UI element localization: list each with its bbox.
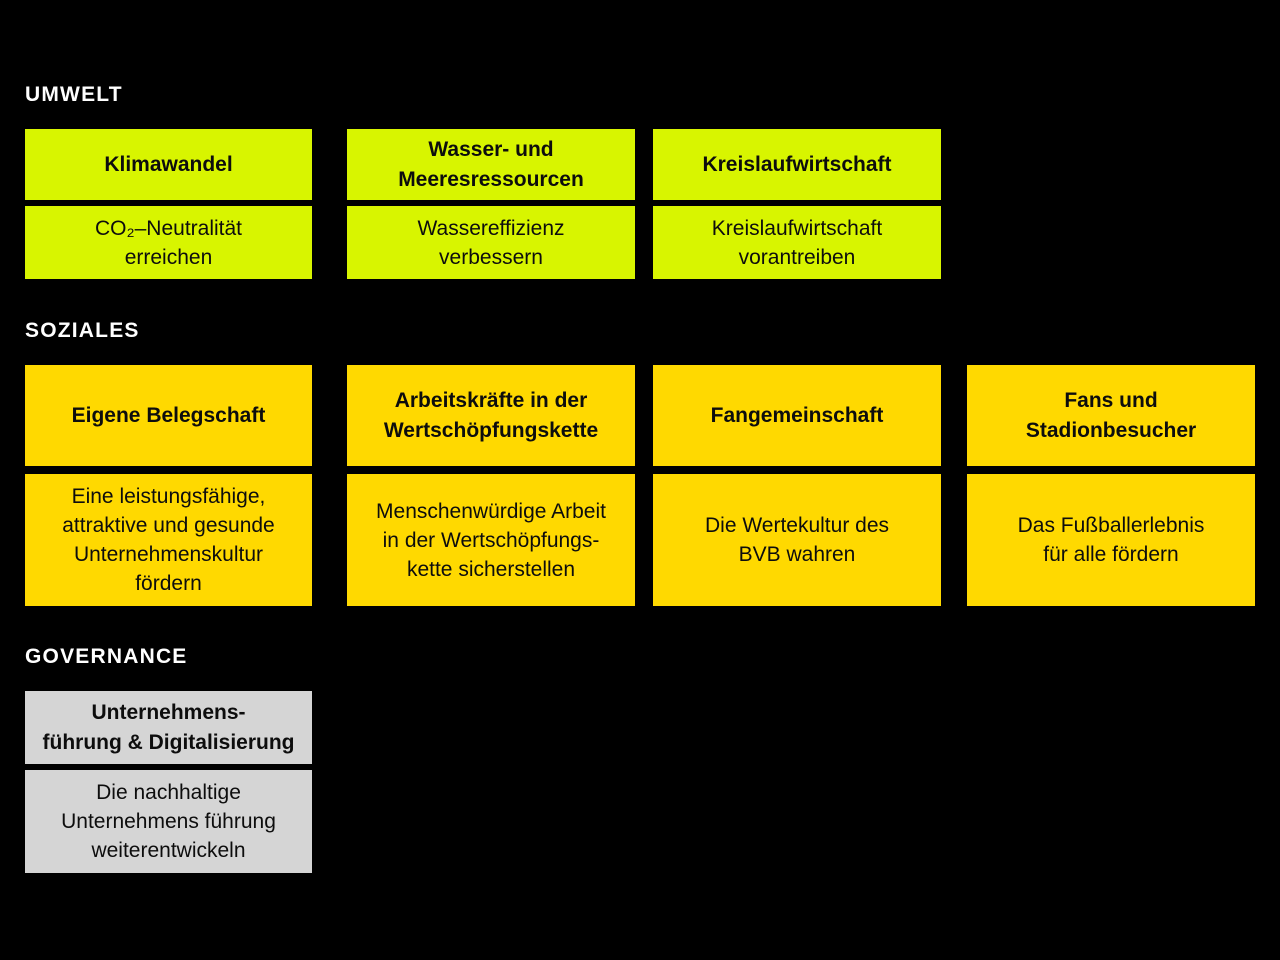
topic-goal: Das Fußballerlebnis für alle fördern	[967, 474, 1255, 606]
topic-goal: Menschenwürdige Arbeit in der Wertschöpf…	[347, 474, 635, 606]
topic-goal: Die nachhaltige Unternehmens führung wei…	[25, 770, 312, 873]
topic-goal: Wassereffizienz verbessern	[347, 206, 635, 279]
section-heading-soziales: SOZIALES	[25, 319, 140, 342]
soziales-card-row: Eigene Belegschaft Eine leistungsfähige,…	[0, 365, 1280, 606]
topic-title: Arbeitskräfte in der Wertschöpfungskette	[347, 365, 635, 466]
topic-card-wasser-meeresressourcen: Wasser- und Meeresressourcen Wassereffiz…	[347, 129, 635, 279]
topic-card-eigene-belegschaft: Eigene Belegschaft Eine leistungsfähige,…	[25, 365, 312, 606]
topic-title: Fans und Stadionbesucher	[967, 365, 1255, 466]
topic-card-unternehmensfuehrung-digitalisierung: Unternehmens- führung & Digitalisierung …	[25, 691, 312, 873]
topic-card-fans-stadionbesucher: Fans und Stadionbesucher Das Fußballerle…	[967, 365, 1255, 606]
topic-title: Wasser- und Meeresressourcen	[347, 129, 635, 200]
topic-goal: Kreislaufwirtschaft vorantreiben	[653, 206, 941, 279]
topic-title: Klimawandel	[25, 129, 312, 200]
governance-card-row: Unternehmens- führung & Digitalisierung …	[0, 691, 1280, 873]
topic-goal: CO₂–Neutralität erreichen	[25, 206, 312, 279]
umwelt-card-row: Klimawandel CO₂–Neutralität erreichen Wa…	[0, 129, 1280, 279]
section-heading-governance: GOVERNANCE	[25, 645, 188, 668]
topic-title: Kreislaufwirtschaft	[653, 129, 941, 200]
topic-goal: Eine leistungsfähige, attraktive und ges…	[25, 474, 312, 606]
topic-card-kreislaufwirtschaft: Kreislaufwirtschaft Kreislaufwirtschaft …	[653, 129, 941, 279]
topic-title: Fangemeinschaft	[653, 365, 941, 466]
topic-title: Unternehmens- führung & Digitalisierung	[25, 691, 312, 764]
topic-card-arbeitskraefte-wertschoepfungskette: Arbeitskräfte in der Wertschöpfungskette…	[347, 365, 635, 606]
section-heading-umwelt: UMWELT	[25, 83, 123, 106]
topic-card-klimawandel: Klimawandel CO₂–Neutralität erreichen	[25, 129, 312, 279]
topic-title: Eigene Belegschaft	[25, 365, 312, 466]
topic-card-fangemeinschaft: Fangemeinschaft Die Wertekultur des BVB …	[653, 365, 941, 606]
topic-goal: Die Wertekultur des BVB wahren	[653, 474, 941, 606]
